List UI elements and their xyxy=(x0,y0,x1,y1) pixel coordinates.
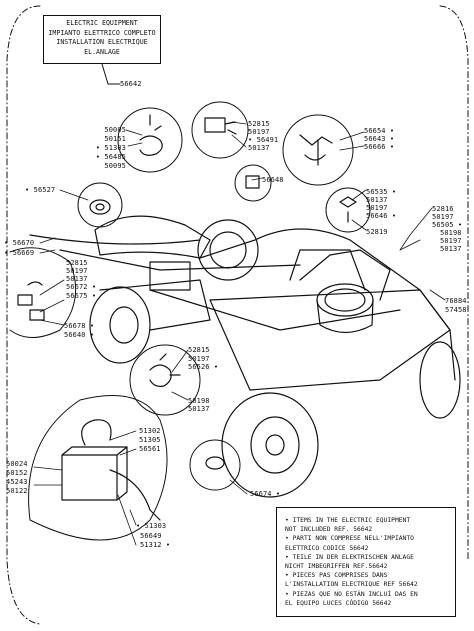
part-number: 56526 • xyxy=(188,363,219,371)
part-number: 50197 xyxy=(366,204,388,212)
part-number: 56640 • xyxy=(64,331,95,339)
part-number: 50198 xyxy=(440,229,462,237)
part-number: 50122 xyxy=(6,487,28,495)
part-number: 56649 xyxy=(140,532,162,540)
part-number: 56535 • xyxy=(366,188,397,196)
part-number: • 56527 xyxy=(25,186,56,194)
note-line: • ITEMS IN THE ELECTRIC EQUIPMENT xyxy=(285,517,411,524)
part-number: 50151 xyxy=(104,135,126,143)
notes-box: • ITEMS IN THE ELECTRIC EQUIPMENT NOT IN… xyxy=(276,507,456,617)
note-line: L'INSTALLATION ELECTRIQUE REF 56642 xyxy=(285,581,418,589)
part-number: 52816 xyxy=(432,205,454,213)
part-number: 56505 • xyxy=(432,221,463,229)
title-line: EL.ANLAGE xyxy=(84,47,120,56)
part-number: 56675 • xyxy=(66,292,97,300)
part-number: 56674 • xyxy=(250,490,281,498)
title-line: IMPIANTO ELETTRICO COMPLETO xyxy=(48,28,156,37)
part-number: 51302 xyxy=(139,427,161,435)
part-number: 50095 xyxy=(104,162,126,170)
part-number: 56654 • xyxy=(364,127,395,135)
part-number: 50152 xyxy=(6,469,28,477)
part-number: 50197 xyxy=(248,128,270,136)
part-number: 52815 xyxy=(188,346,210,354)
part-number: 50137 xyxy=(366,196,388,204)
part-number: • 51303 xyxy=(95,144,126,152)
part-number: 45243 xyxy=(6,478,28,486)
part-number: 57458 xyxy=(445,306,467,314)
part-number: 50198 xyxy=(188,397,210,405)
detail-circle-horn xyxy=(77,182,123,228)
part-number: 50197 xyxy=(188,355,210,363)
part-number: 76884 xyxy=(445,297,467,305)
part-number: 52815 xyxy=(248,120,270,128)
part-number: • 51303 xyxy=(136,522,167,530)
detail-circle-wiring xyxy=(282,114,354,186)
note-line: • TEILE IN DER ELEKTRISCHEN ANLAGE xyxy=(285,553,414,561)
part-number: 50197 xyxy=(432,213,454,221)
part-number: 50137 xyxy=(248,144,270,152)
part-number: 56643 • xyxy=(364,135,395,143)
part-number: 50197 xyxy=(440,237,462,245)
note-line: • PIEZAS QUE NO ESTÁN INCLUÍ DAS EN xyxy=(285,590,418,598)
note-line: ELETTRICO CODICE 56642 xyxy=(285,544,369,552)
part-number: 56646 • xyxy=(366,212,397,220)
detail-circle-top xyxy=(191,101,249,159)
part-number: 50137 xyxy=(188,405,210,413)
part-number: • 56669 xyxy=(4,249,35,257)
part-number: 52815 xyxy=(66,259,88,267)
note-line: NICHT IMBEGRIFFEN REF.56642 xyxy=(285,563,388,571)
part-number: 56666 • xyxy=(364,143,395,151)
note-line: EL EQUIPO LUCES CÓDIGO 56642 xyxy=(285,599,392,607)
part-number: 50024 xyxy=(6,460,28,468)
part-number: 50005 xyxy=(104,126,126,134)
title-box: ELECTRIC EQUIPMENT IMPIANTO ELETTRICO CO… xyxy=(43,15,161,64)
note-line: • PARTI NON COMPRESE NELL'IMPIANTO xyxy=(285,535,414,543)
part-number: 50137 xyxy=(440,245,462,253)
part-number: 56561 xyxy=(139,445,161,453)
part-number: • 56491 xyxy=(248,136,279,144)
title-ref: 56642 xyxy=(120,80,142,88)
part-number: 51312 • xyxy=(140,541,171,549)
note-line: NOT INCLUDED REF. 56642 xyxy=(285,526,373,534)
detail-circle-headlight xyxy=(234,164,272,202)
note-line: • PIECES PAS COMPRISES DANS xyxy=(285,572,388,580)
part-number: 56678 • xyxy=(64,322,95,330)
part-number: 56672 • xyxy=(66,283,97,291)
part-number: 50137 xyxy=(66,275,88,283)
part-number: • 56485 xyxy=(95,153,126,161)
part-number: • 56670 xyxy=(4,239,35,247)
detail-circle-switch xyxy=(117,107,183,173)
part-number: 56648 xyxy=(262,176,284,184)
part-number: 52819 xyxy=(366,228,388,236)
part-number: 50197 xyxy=(66,267,88,275)
title-line: ELECTRIC EQUIPMENT xyxy=(66,19,138,27)
title-line: INSTALLATION ELECTRIQUE xyxy=(56,38,148,46)
part-number: 51305 xyxy=(139,436,161,444)
